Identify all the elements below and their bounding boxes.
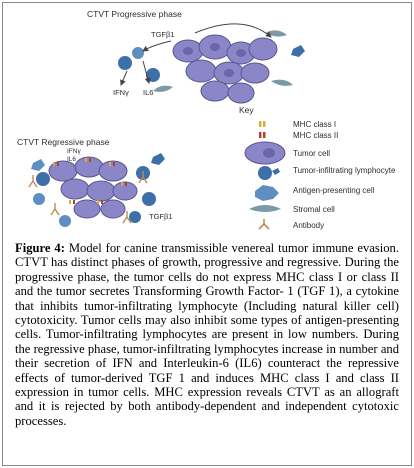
key-antibody-symbol — [258, 219, 270, 230]
key-item-lymphocyte: Tumor-infiltrating lymphocyte — [293, 166, 396, 175]
figure-caption: Figure 4: Model for canine transmissible… — [15, 241, 399, 428]
tgfb1-inhibit-arrow — [142, 40, 172, 52]
key-tumor-symbol — [244, 141, 286, 165]
ifng-arrow — [120, 70, 128, 86]
tgfb1-inhibit-arrow-2 — [194, 23, 272, 38]
key-item-stromal: Stromal cell — [293, 205, 335, 214]
immune-evasion-diagram: CTVT Progressive phase — [17, 9, 396, 230]
regressive-mhc-markers — [53, 158, 127, 204]
il6-bottom-label: IL6 — [67, 156, 76, 163]
key-apc-symbol — [255, 185, 279, 201]
tgfb1-bottom-label: TGFβ1 — [149, 212, 172, 221]
progressive-phase-label: CTVT Progressive phase — [87, 9, 182, 19]
regressive-antibodies — [28, 171, 148, 224]
key-item-lymphocyte-text: Tumor-infiltrating lymphocyte — [293, 166, 396, 175]
key-title: Key — [239, 105, 254, 115]
key-item-mhc1: MHC class I — [293, 120, 336, 129]
caption-label: Figure 4: — [15, 241, 65, 255]
il6-arrow — [142, 60, 151, 84]
regressive-phase-label: CTVT Regressive phase — [17, 137, 110, 147]
regressive-lymphocytes — [31, 153, 165, 227]
key-mhc1-symbol — [259, 121, 266, 127]
key-item-antibody: Antibody — [293, 221, 324, 230]
ifng-top-label: IFNγ — [113, 88, 129, 97]
key-lymphocyte-symbol — [258, 166, 280, 180]
key-item-tumor: Tumor cell — [293, 149, 330, 158]
caption-text: Model for canine transmissible venereal … — [15, 241, 399, 428]
key-item-mhc2: MHC class II — [293, 131, 338, 140]
ifng-bottom-label: IFNγ — [67, 148, 81, 155]
key-mhc2-symbol — [259, 132, 266, 138]
il6-top-label: IL6 — [143, 88, 153, 97]
key-stromal-symbol — [249, 205, 281, 212]
progressive-tumor-cluster — [172, 34, 278, 104]
key-item-apc: Antigen-presenting cell — [293, 186, 375, 195]
tgfb1-top-label: TGFβ1 — [151, 30, 174, 39]
regressive-tumor-cluster — [48, 156, 138, 219]
